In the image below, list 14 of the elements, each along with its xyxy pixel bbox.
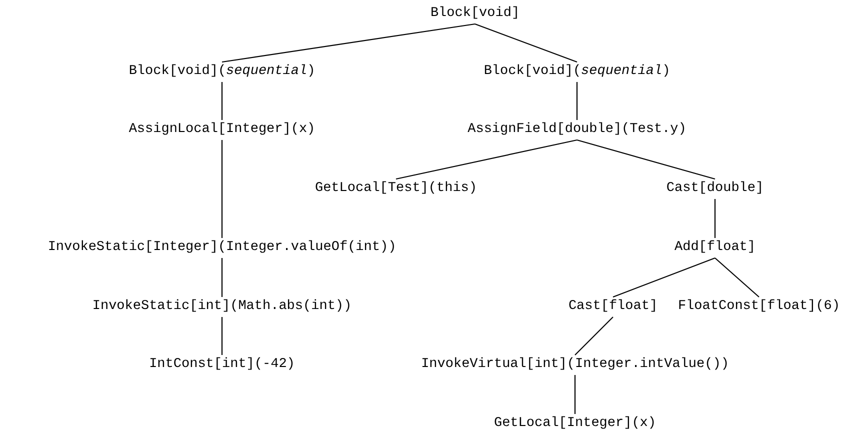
tree-edge	[714, 199, 716, 238]
tree-edge	[714, 258, 760, 298]
tree-edge	[222, 23, 476, 63]
tree-edge	[396, 139, 578, 180]
tree-edge	[576, 82, 578, 120]
tree-edge	[576, 139, 716, 180]
tree-edge	[574, 316, 614, 356]
tree-edge	[574, 375, 576, 414]
tree-edge	[221, 82, 223, 120]
tree-edge	[221, 140, 223, 238]
tree-edge	[221, 258, 223, 297]
tree-edge	[474, 23, 578, 63]
tree-edge	[612, 257, 716, 298]
tree-edge	[221, 317, 223, 355]
